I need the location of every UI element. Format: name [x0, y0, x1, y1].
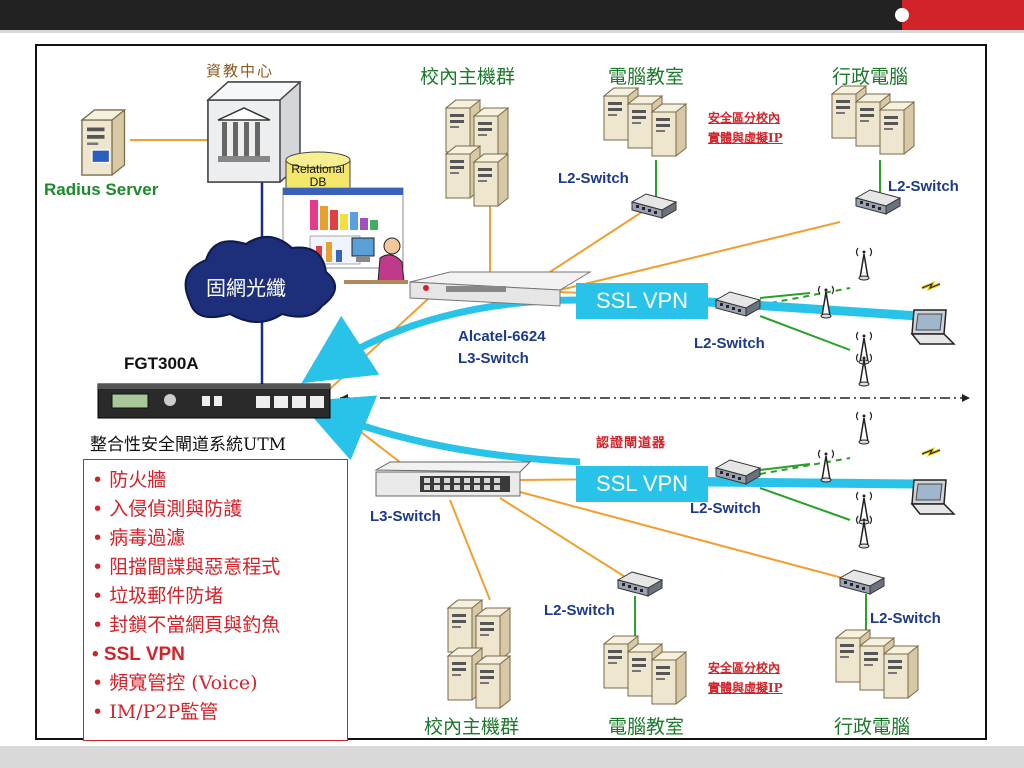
zone-note-top-1: 安全區分校內 — [708, 111, 781, 125]
zone-note-bottom-1: 安全區分校內 — [708, 661, 781, 675]
fiber-cloud-label: 固網光纖 — [206, 276, 286, 300]
footer-bar — [0, 746, 1024, 768]
computer-lab-top-label: 電腦教室 — [608, 66, 685, 88]
admin-pc-top-label: 行政電腦 — [832, 66, 909, 88]
feature-item: • 防火牆 — [92, 469, 167, 491]
feature-item: • 阻擋間諜與惡意程式 — [92, 556, 281, 578]
host-cluster-top-icon — [445, 99, 509, 207]
zone-note-bottom-2: 實體與虛擬IP — [708, 681, 783, 695]
feature-item: • SSL VPN — [92, 644, 185, 665]
l2-switch-label-e: L2-Switch — [544, 602, 615, 619]
data-center-label: 資教中心 — [206, 62, 275, 80]
header-dot — [895, 8, 909, 22]
fgt300a-label: FGT300A — [124, 354, 199, 373]
host-cluster-bottom-icon — [447, 599, 511, 709]
feature-item: • 入侵偵測與防護 — [92, 498, 243, 520]
alcatel-label-2: L3-Switch — [458, 350, 529, 367]
computer-lab-top-icon — [603, 87, 687, 157]
l2-switch-label-a: L2-Switch — [558, 170, 629, 187]
l3-switch-label: L3-Switch — [370, 508, 441, 525]
l2-switch-label-d: L2-Switch — [690, 500, 761, 517]
feature-item: • IM/P2P監管 — [92, 701, 219, 723]
l2-switch-icons — [617, 189, 901, 597]
computer-lab-bottom-label: 電腦教室 — [608, 716, 685, 738]
host-group-bottom-label: 校內主機群 — [424, 716, 520, 738]
header-rule — [0, 30, 1024, 33]
fiber-cloud-icon — [184, 236, 336, 323]
feature-item: • 頻寬管控 (Voice) — [92, 672, 258, 694]
feature-item: • 封鎖不當網頁與釣魚 — [92, 614, 281, 636]
auth-gateway-label: 認證閘道器 — [596, 436, 667, 451]
ssl-vpn-bottom-box: SSL VPN — [576, 466, 708, 502]
l2-switch-label-c: L2-Switch — [694, 335, 765, 352]
radius-server-label: Radius Server — [44, 180, 159, 199]
l2-switch-label-f: L2-Switch — [870, 610, 941, 627]
feature-item: • 病毒過濾 — [92, 527, 186, 549]
utm-title: 整合性安全閘道系統UTM — [90, 435, 287, 455]
computer-lab-bottom-icon — [603, 635, 687, 705]
relational-db-label: Relational DB — [291, 162, 345, 189]
remote-laptop-icons — [911, 309, 955, 515]
operator-icon — [344, 237, 408, 284]
host-group-top-label: 校內主機群 — [420, 66, 516, 88]
feature-item: • 垃圾郵件防堵 — [92, 585, 224, 607]
l3-switch-icon — [374, 461, 532, 497]
radius-server-icon — [81, 109, 126, 176]
admin-pc-bottom-label: 行政電腦 — [834, 716, 911, 738]
l2-switch-label-b: L2-Switch — [888, 178, 959, 195]
ssl-vpn-top-box: SSL VPN — [576, 283, 708, 319]
utm-feature-list: • 防火牆 • 入侵偵測與防護 • 病毒過濾 • 阻擋間諜與惡意程式 • 垃圾郵… — [83, 459, 348, 741]
admin-pc-top-icon — [831, 85, 915, 155]
alcatel-label-1: Alcatel-6624 — [458, 328, 546, 345]
vpn-tunnels — [299, 296, 919, 489]
header-bar — [0, 0, 1024, 30]
fgt300a-device-icon — [97, 383, 331, 419]
zone-divider — [340, 394, 970, 402]
admin-pc-bottom-icon — [835, 629, 919, 699]
data-center-icon — [206, 81, 302, 183]
header-accent — [902, 0, 1024, 30]
zone-note-top-2: 實體與虛擬IP — [708, 131, 783, 145]
alcatel-switch-icon — [409, 271, 592, 307]
